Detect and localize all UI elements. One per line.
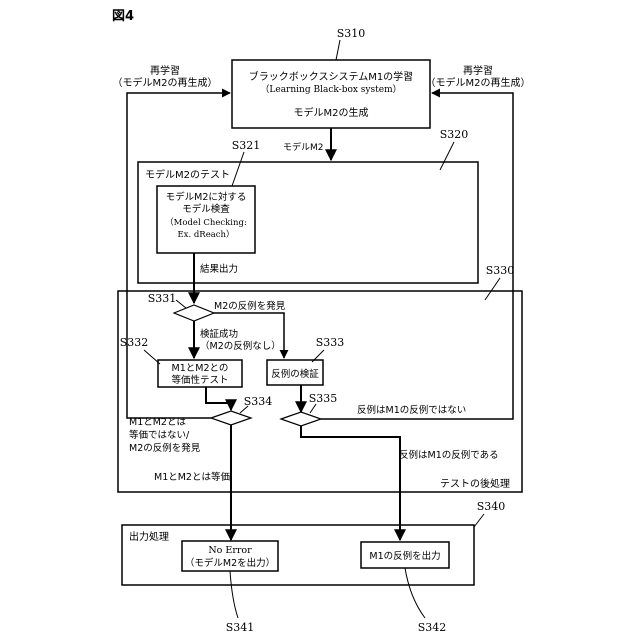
relearn-right-line1: 再学習 bbox=[463, 64, 493, 77]
ref-s321: S321 bbox=[232, 139, 261, 152]
relearn-right-line2: （モデルM2の再生成） bbox=[426, 76, 531, 89]
leader-s341 bbox=[230, 571, 238, 618]
box-s320-label: モデルM2のテスト bbox=[145, 168, 230, 181]
figure-label: 図4 bbox=[112, 9, 134, 24]
edge-verify-line2: （M2の反例なし） bbox=[200, 340, 281, 352]
box-s321-line1: モデルM2に対する bbox=[166, 191, 247, 203]
box-s341-line1: No Error bbox=[208, 545, 252, 556]
leader-s332 bbox=[144, 350, 160, 364]
leader-s310 bbox=[336, 40, 340, 60]
relearn-left-line2: （モデルM2の再生成） bbox=[113, 76, 218, 89]
box-s321-line2: モデル検査 bbox=[182, 203, 230, 215]
ref-s330: S330 bbox=[486, 264, 515, 277]
ref-s310: S310 bbox=[337, 27, 366, 40]
edge-verify-line1: 検証成功 bbox=[200, 328, 238, 340]
box-s330-label: テストの後処理 bbox=[440, 477, 510, 490]
leader-s342 bbox=[405, 568, 425, 618]
box-s310-generate: モデルM2の生成 bbox=[294, 106, 369, 119]
s335-is-m1: 反例はM1の反例である bbox=[399, 449, 499, 461]
leader-s321 bbox=[232, 152, 244, 186]
ref-s340: S340 bbox=[477, 500, 506, 513]
box-s341-line2: （モデルM2を出力） bbox=[185, 557, 275, 569]
ref-s342: S342 bbox=[418, 621, 447, 634]
s334-not-equiv-line3: M2の反例を発見 bbox=[129, 442, 201, 454]
box-s310-title: ブラックボックスシステムM1の学習 bbox=[249, 70, 413, 83]
ref-s335: S335 bbox=[309, 392, 338, 405]
box-s332-line1: M1とM2との bbox=[172, 363, 229, 374]
leader-s320 bbox=[440, 142, 454, 170]
s334-not-equiv-line2: 等価ではない/ bbox=[129, 429, 190, 441]
ref-s320: S320 bbox=[440, 128, 469, 141]
edge-result-label: 結果出力 bbox=[200, 263, 238, 275]
box-s333-label: 反例の検証 bbox=[271, 368, 319, 380]
arrow-s335-to-s342 bbox=[301, 426, 400, 540]
box-s310-subtitle: （Learning Black-box system） bbox=[260, 84, 401, 95]
ref-s332: S332 bbox=[120, 336, 149, 349]
s334-equiv: M1とM2とは等価 bbox=[154, 471, 230, 483]
leader-s331 bbox=[176, 300, 186, 308]
edge-counterexample-found: M2の反例を発見 bbox=[214, 300, 286, 312]
box-s340-label: 出力処理 bbox=[129, 530, 169, 543]
ref-s333: S333 bbox=[316, 336, 345, 349]
ref-s331: S331 bbox=[148, 292, 177, 305]
ref-s341: S341 bbox=[226, 621, 255, 634]
box-s342-label: M1の反例を出力 bbox=[369, 550, 440, 562]
s334-not-equiv-line1: M1とM2とは bbox=[129, 417, 186, 428]
decision-s331 bbox=[174, 305, 214, 321]
box-s332-line2: 等価性テスト bbox=[171, 374, 228, 386]
edge-model-label: モデルM2 bbox=[283, 141, 324, 153]
relearn-left-line1: 再学習 bbox=[150, 64, 180, 77]
decision-s334 bbox=[211, 411, 251, 425]
s335-not-m1: 反例はM1の反例ではない bbox=[357, 404, 466, 416]
arrow-s335-relearn-right bbox=[321, 93, 513, 419]
arrow-s332-to-s334 bbox=[206, 387, 231, 410]
box-s321-line3: （Model Checking: bbox=[165, 217, 247, 228]
leader-s340 bbox=[474, 514, 484, 527]
leader-s335 bbox=[310, 404, 316, 413]
leader-s330 bbox=[485, 278, 500, 300]
box-s321-line4: Ex. dReach） bbox=[177, 229, 234, 240]
decision-s335 bbox=[281, 412, 321, 426]
